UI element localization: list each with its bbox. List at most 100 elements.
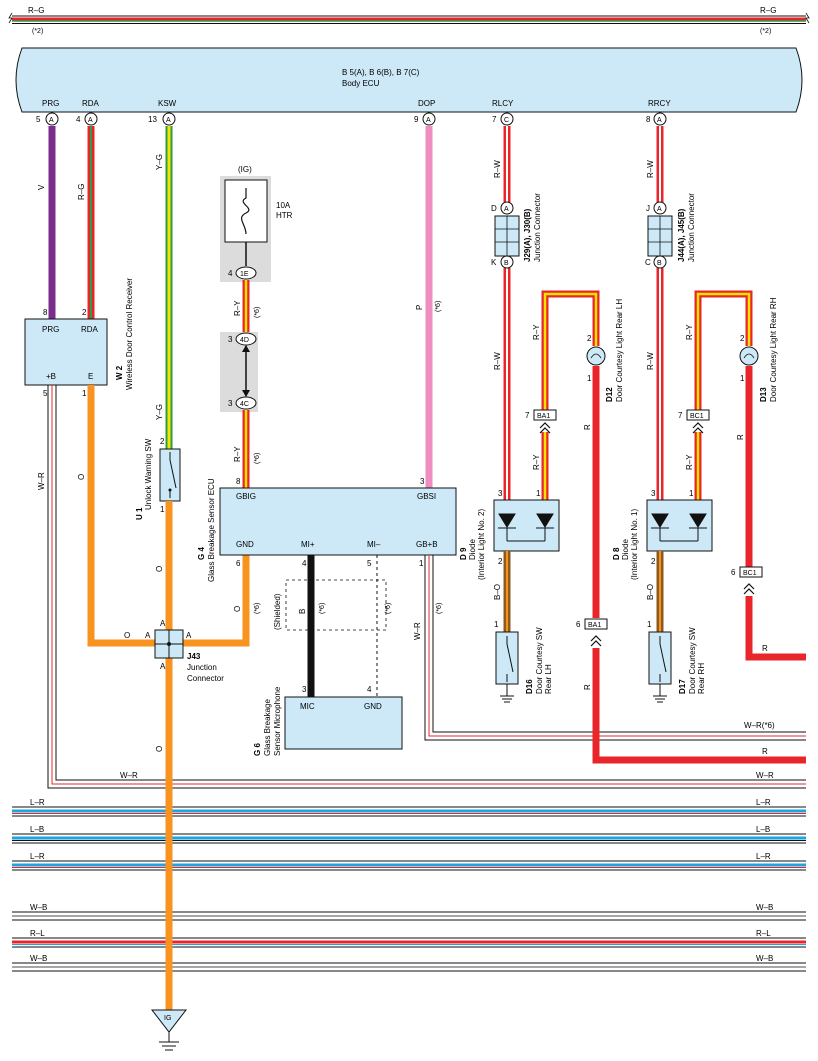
d8-code: D 8	[612, 547, 621, 560]
receiver-num-2: 2	[82, 308, 87, 317]
conn-bc1-top-label: BC1	[690, 413, 704, 420]
d8-name: Diode	[621, 539, 630, 560]
receiver-pin-prg: PRG	[42, 325, 59, 334]
ground-icon-d16	[500, 684, 514, 703]
jc-right-grid	[648, 216, 672, 256]
jc-right-pin-a	[653, 201, 667, 215]
wire-orange-gnd	[183, 555, 250, 647]
d17-pin-1: 1	[647, 620, 652, 629]
bus-label-w-r-right: W–R	[756, 771, 774, 780]
bus-l-b	[12, 833, 806, 844]
fuse-conn-1e-num: 4	[228, 269, 233, 278]
fuse-conn-1e	[235, 266, 257, 280]
wire-label-r-y-lh-1: R–Y	[532, 324, 541, 340]
g4-num-4: 4	[302, 559, 307, 568]
g6-name-1: Glass Breakage	[263, 699, 272, 756]
lamp-rh-name: Door Courtesy Light Rear RH	[769, 297, 778, 402]
wire-label-r-rh-1: R	[736, 434, 745, 440]
conn-ba1-top	[533, 409, 557, 421]
wire-w-r-receiver	[47, 385, 806, 789]
top-bus-label-left: R–G	[28, 6, 44, 15]
jc-right-pin-b	[653, 255, 667, 269]
conn-ba1-bottom-chevron	[590, 635, 602, 647]
receiver-num-8: 8	[43, 308, 48, 317]
ground-ig-label: IG	[164, 1015, 171, 1022]
j43-name-1: Junction	[187, 663, 217, 672]
lamp-lh-pin-2: 2	[587, 334, 592, 343]
wire-label-r-w-4: R–W	[646, 352, 655, 370]
diode-d9	[493, 499, 560, 552]
wire-label-r-y-rh-2: R–Y	[685, 454, 694, 470]
bus-label-l-r-1-left: L–R	[30, 798, 45, 807]
receiver-pin-b: +B	[46, 372, 56, 381]
receiver-num-5: 5	[43, 389, 48, 398]
wire-label-r-w-3: R–W	[646, 160, 655, 178]
g4-mi-plus: MI+	[301, 540, 315, 549]
wire-label-o-4: O	[155, 746, 164, 752]
u1-pin-2: 2	[160, 437, 165, 446]
jc-left-pin-a	[500, 201, 514, 215]
pin-rlcy-label: RLCY	[492, 99, 514, 108]
pin-rda-conn: A	[88, 117, 93, 124]
g4-name: Glass Breakage Sensor ECU	[207, 478, 216, 582]
j43-pin-a-right: A	[186, 631, 192, 640]
conn-ba1-top-label: BA1	[537, 413, 550, 420]
g4-num-3: 3	[420, 477, 425, 486]
d8-pin-2: 2	[651, 557, 656, 566]
g4-gbsi: GBSI	[417, 492, 436, 501]
pin-dop-num: 9	[414, 115, 419, 124]
g4-gb-b: GB+B	[416, 540, 438, 549]
pin-ksw-label: KSW	[158, 99, 177, 108]
conn-ba1-bottom	[584, 618, 608, 630]
bus-label-l-b-left: L–B	[30, 825, 44, 834]
wire-orange-receiver-e	[87, 385, 155, 647]
conn-ba1-bottom-num: 6	[576, 620, 581, 629]
pin-rlcy-num: 7	[492, 115, 497, 124]
bus-label-r: R	[762, 747, 768, 756]
lamp-lh-icon	[586, 346, 606, 366]
wire-label-shielded: (Shielded)	[273, 593, 282, 630]
g4-code: G 4	[197, 547, 206, 560]
wire-label-r-y-ecu: R–Y	[233, 446, 242, 462]
conn-bc1-bottom	[739, 566, 763, 578]
pin-ksw-num: 13	[148, 115, 157, 124]
d8-pin-1: 1	[689, 489, 694, 498]
d9-pin-1: 1	[536, 489, 541, 498]
d9-code: D 9	[459, 547, 468, 560]
d8-sub: (Interior Light No. 1)	[630, 509, 639, 580]
lamp-rh-icon	[739, 346, 759, 366]
bus-r-l	[12, 937, 806, 948]
d17-name-2: Rear RH	[697, 663, 706, 694]
pin-rrcy-conn: A	[657, 117, 662, 124]
jc-left-name: Junction Connector	[533, 193, 542, 262]
wire-label-y-g-2: Y–G	[155, 404, 164, 420]
pin-dop-label: DOP	[418, 99, 435, 108]
body-ecu-name: Body ECU	[342, 79, 380, 88]
jc-right-code: J44(A), J45(B)	[677, 208, 686, 262]
pin-dop-conn: A	[426, 117, 431, 124]
jc-left-conn-b: B	[504, 260, 509, 267]
body-ecu-code: B 5(A), B 6(B), B 7(C)	[342, 68, 420, 77]
wire-label-w-r-receiver: W–R	[37, 472, 46, 490]
d9-name: Diode	[468, 539, 477, 560]
wire-note-r-y-ecu: (*6)	[254, 453, 261, 464]
d16-pin-1: 1	[494, 620, 499, 629]
g4-gbig: GBIG	[236, 492, 256, 501]
wire-note-gb: (*6)	[436, 603, 443, 614]
jc-right-j: J	[646, 204, 650, 213]
u1-pin-1: 1	[160, 505, 165, 514]
conn-4c-num: 3	[228, 399, 233, 408]
bus-label-l-r-1-right: L–R	[756, 798, 771, 807]
diode-d9-icon	[498, 513, 554, 542]
receiver-num-1: 1	[82, 389, 87, 398]
conn-4d-label: 4D	[240, 337, 249, 344]
wire-r-y-lamp-rh	[694, 290, 753, 500]
j43-pin-a-top: A	[160, 619, 166, 628]
jc-right-conn-b: B	[657, 260, 662, 267]
conn-bc1-top-chevron	[692, 422, 704, 434]
connector-arrows	[242, 345, 250, 397]
ground-ig-icon	[150, 1009, 188, 1051]
u1-code: U 1	[135, 507, 144, 520]
pin-prg-num: 5	[36, 115, 41, 124]
